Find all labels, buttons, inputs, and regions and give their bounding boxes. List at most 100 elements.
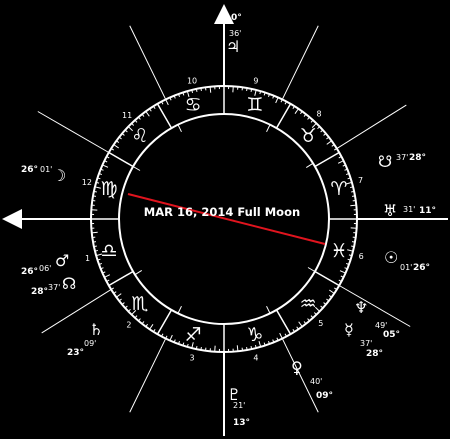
sign-dividers: [91, 86, 357, 352]
degree-tick: [200, 87, 202, 92]
degree-tick: [311, 122, 317, 128]
house-cusp-line: [129, 25, 167, 100]
moon-icon: ☽: [52, 166, 66, 185]
house-number-12: 12: [82, 178, 92, 187]
pisces-sign-icon: ♓: [330, 240, 347, 262]
sign-divider: [275, 309, 292, 335]
aries-sign-icon: ♈: [330, 178, 347, 200]
degree-tick: [323, 133, 327, 136]
capricorn-sign-icon: ♑: [246, 324, 263, 346]
degree-tick: [272, 339, 275, 343]
house-cusp-line: [281, 25, 319, 100]
degree-tick: [310, 119, 314, 123]
saturn-degree: 23°: [67, 348, 84, 358]
south-node-degree: 28°: [409, 153, 426, 163]
pluto-icon: ♇: [227, 385, 241, 404]
lunar-node-degree: 28°: [31, 287, 48, 297]
degree-tick: [102, 271, 106, 274]
degree-tick: [340, 275, 344, 278]
degree-tick: [186, 91, 190, 98]
house-number-3: 3: [190, 353, 195, 362]
degree-tick: [149, 108, 152, 112]
degree-tick: [344, 168, 348, 171]
venus-degree: 09°: [316, 391, 333, 401]
degree-tick: [338, 156, 342, 159]
degree-tick: [134, 119, 138, 123]
sign-divider: [275, 103, 292, 129]
degree-tick: [272, 95, 275, 99]
degree-tick: [317, 126, 321, 130]
degree-tick: [345, 173, 350, 176]
degree-tick: [138, 116, 141, 120]
degree-tick: [182, 342, 185, 346]
degree-tick: [347, 177, 351, 180]
degree-tick: [173, 95, 176, 99]
virgo-sign-icon: ♍: [101, 178, 118, 200]
degree-tick: [326, 298, 330, 302]
degree-tick: [96, 253, 103, 257]
house-number-4: 4: [253, 353, 258, 362]
degree-tick: [351, 245, 355, 248]
degree-tick: [292, 105, 295, 110]
degree-ticks: [91, 86, 357, 352]
degree-tick: [313, 312, 317, 316]
degree-tick: [94, 249, 98, 252]
degree-tick: [93, 245, 97, 248]
degree-tick: [276, 337, 279, 341]
degree-tick: [104, 160, 108, 163]
degree-tick: [303, 113, 307, 117]
house-number-7: 7: [358, 176, 363, 185]
degree-tick: [178, 340, 181, 345]
house-cusp-inner-tick: [266, 305, 271, 314]
jupiter-minute: 36': [229, 29, 241, 38]
degree-tick: [131, 122, 135, 126]
degree-tick: [165, 99, 169, 106]
house-cusp-line: [37, 111, 110, 153]
taurus-sign-icon: ♉: [300, 125, 317, 147]
degree-tick: [161, 333, 164, 337]
degree-tick: [94, 186, 101, 189]
degree-tick: [113, 291, 117, 294]
mars-icon: ♂: [55, 251, 69, 270]
degree-tick: [92, 241, 97, 243]
venus-minute: 40': [310, 377, 322, 386]
degree-tick: [124, 305, 128, 309]
zodiac-sign-glyphs: ♍♌♋♊♉♈♓♒♑♐♏♎: [101, 94, 348, 346]
degree-tick: [102, 164, 109, 168]
pluto-degree: 13°: [233, 418, 250, 428]
degree-tick: [280, 99, 283, 103]
neptune-icon: ♆: [354, 298, 368, 317]
degree-tick: [263, 92, 266, 96]
degree-tick: [347, 258, 351, 261]
planet-glyphs: ♃ ☽ ♂ ☊ ♄ ♇ ♀ ☿ ♆ ☉ ♅ ☋: [52, 37, 398, 404]
degree-tick: [345, 262, 350, 265]
degree-tick: [323, 302, 327, 305]
degree-tick: [337, 160, 344, 164]
degree-tick: [351, 190, 355, 193]
house-cusp-line: [336, 104, 407, 149]
uranus-degree: 11°: [419, 206, 436, 216]
house-cusp-line: [41, 289, 112, 334]
scorpio-sign-icon: ♏: [131, 293, 148, 315]
jupiter-degree: 0°: [231, 13, 242, 23]
degree-tick: [292, 328, 295, 333]
degree-tick: [339, 270, 346, 274]
house-cusp-line: [129, 338, 167, 413]
degree-tick: [153, 105, 156, 110]
degree-tick: [165, 335, 168, 339]
degree-tick: [275, 97, 279, 104]
degree-tick: [141, 321, 145, 325]
lunar-node-minute: 37': [48, 283, 60, 292]
degree-tick: [195, 346, 198, 350]
degree-tick: [258, 340, 262, 347]
degree-tick: [93, 190, 97, 193]
sun-icon: ☉: [384, 248, 398, 267]
degree-tick: [310, 315, 314, 319]
sun-degree: 26°: [413, 263, 430, 273]
house-cusp-inner-tick: [132, 166, 141, 171]
house-number-5: 5: [318, 319, 323, 328]
degree-tick: [263, 342, 266, 346]
house-number-1: 1: [85, 254, 90, 263]
house-cusp-line: [338, 285, 411, 327]
degree-tick: [134, 315, 138, 319]
